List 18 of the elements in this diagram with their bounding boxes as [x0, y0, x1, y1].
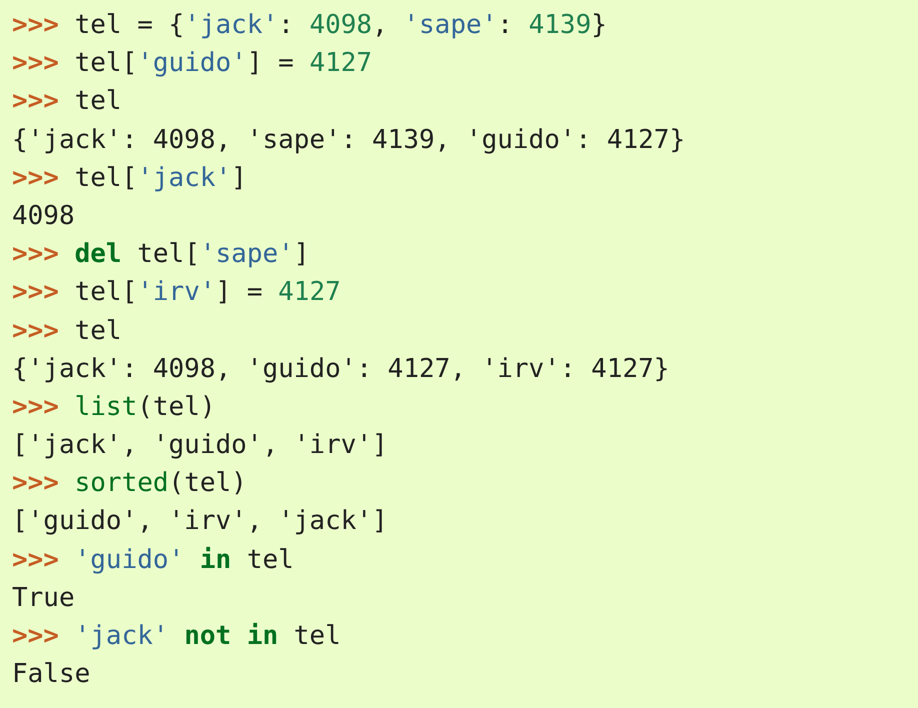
- code-line: False: [12, 658, 92, 692]
- code-line: {'jack': 4098, 'guido': 4127, 'irv': 4127}: [12, 352, 670, 386]
- code-line: >>> tel: [12, 314, 123, 348]
- code-line: >>> tel['irv'] = 4127: [12, 276, 342, 310]
- code-line: >>> tel['jack']: [12, 162, 248, 195]
- code-line: {'jack': 4098, 'sape': 4139, 'guido': 4127}: [12, 124, 686, 157]
- code-line: >>> tel['guido'] = 4127: [12, 47, 374, 80]
- code-line: True: [12, 582, 76, 615]
- code-line: >>> sorted(tel): [12, 467, 248, 500]
- code-line: >>> tel: [12, 85, 123, 118]
- code-line: ['jack', 'guido', 'irv']: [12, 429, 389, 462]
- code-line: 4098: [12, 200, 76, 233]
- code-line: >>> tel = {'jack': 4098, 'sape': 4139}: [12, 9, 608, 42]
- code-line: >>> 'jack' not in tel: [12, 620, 342, 653]
- code-line: >>> 'guido' in tel: [12, 544, 295, 577]
- code-line: >>> list(tel): [12, 390, 217, 424]
- code-line: >>> del tel['sape']: [12, 238, 310, 272]
- code-line: ['guido', 'irv', 'jack']: [12, 505, 389, 538]
